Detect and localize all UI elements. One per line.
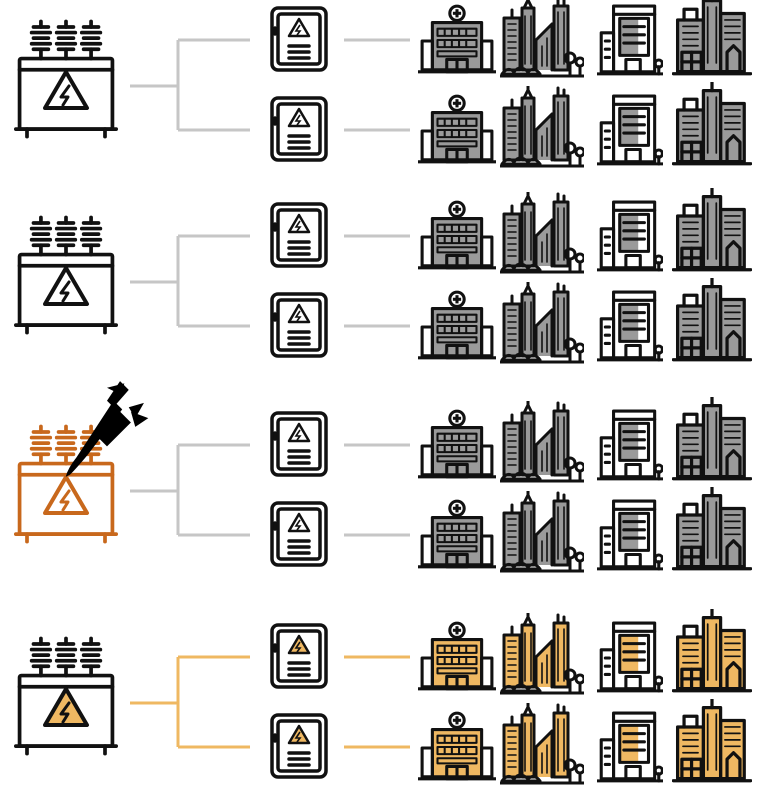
electrical-panel-icon (270, 96, 328, 162)
downtown-icon (672, 188, 752, 272)
panel-warning-icon (287, 213, 311, 234)
electrical-panel-icon (270, 202, 328, 268)
city-skyline-icon (500, 491, 584, 573)
office-tower-icon (597, 200, 663, 272)
high-voltage-warning-icon (43, 70, 89, 110)
electrical-panel-icon (270, 292, 328, 358)
electrical-panel-icon (270, 6, 328, 72)
hospital-icon (418, 94, 496, 164)
city-skyline-icon (500, 282, 584, 364)
office-tower-icon (597, 711, 663, 783)
electrical-panel-icon (270, 623, 328, 689)
hospital-icon (418, 290, 496, 360)
office-tower-icon (597, 94, 663, 166)
hospital-icon (418, 4, 496, 74)
grid-group-attacked (14, 381, 752, 573)
office-tower-icon (597, 499, 663, 571)
downtown-icon (672, 397, 752, 481)
electrical-panel-icon (270, 501, 328, 567)
panel-warning-icon (287, 303, 311, 324)
hospital-icon (418, 200, 496, 270)
feeder-lines (130, 234, 410, 328)
downtown-icon (672, 609, 752, 693)
downtown-icon (672, 82, 752, 166)
city-skyline-icon (500, 613, 584, 695)
city-skyline-icon (500, 192, 584, 274)
office-tower-icon (597, 409, 663, 481)
high-voltage-warning-icon (43, 475, 89, 515)
hospital-icon (418, 621, 496, 691)
panel-warning-icon (287, 422, 311, 443)
electrical-panel-icon (270, 713, 328, 779)
downtown-icon (672, 278, 752, 362)
transformer-icon (14, 215, 118, 335)
city-skyline-icon (500, 0, 584, 78)
panel-warning-icon (287, 17, 311, 38)
grid-group-normal (14, 188, 752, 364)
high-voltage-warning-icon (43, 687, 89, 727)
feeder-lines (130, 443, 410, 537)
feeder-lines (130, 38, 410, 132)
downtown-icon (672, 487, 752, 571)
downtown-icon (672, 699, 752, 783)
grid-group-normal (14, 0, 752, 168)
downtown-icon (672, 0, 752, 76)
panel-warning-icon (287, 512, 311, 533)
high-voltage-warning-icon (43, 266, 89, 306)
electrical-panel-icon (270, 411, 328, 477)
hospital-icon (418, 711, 496, 781)
transformer-icon (14, 19, 118, 139)
grid-group-powered (14, 609, 752, 785)
office-tower-icon (597, 4, 663, 76)
hospital-icon (418, 409, 496, 479)
panel-warning-icon (287, 724, 311, 745)
office-tower-icon (597, 621, 663, 693)
city-skyline-icon (500, 86, 584, 168)
feeder-lines (130, 655, 410, 749)
city-skyline-icon (500, 703, 584, 785)
hospital-icon (418, 499, 496, 569)
transformer-icon (14, 424, 118, 544)
office-tower-icon (597, 290, 663, 362)
panel-warning-icon (287, 634, 311, 655)
city-skyline-icon (500, 401, 584, 483)
panel-warning-icon (287, 107, 311, 128)
